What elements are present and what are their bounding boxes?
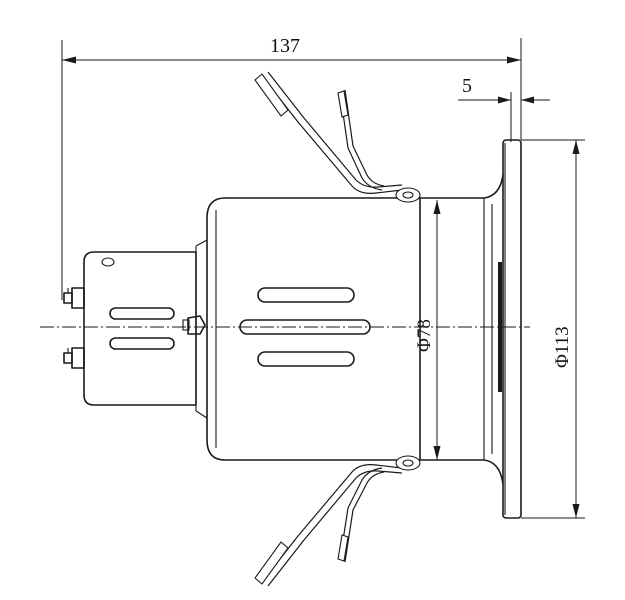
vent-slot-upper bbox=[257, 287, 355, 303]
dimension-5-label: 5 bbox=[462, 75, 472, 97]
terminal-bolt-upper bbox=[63, 287, 85, 309]
lower-lead-wires bbox=[254, 455, 421, 587]
upper-lead-wires bbox=[254, 71, 421, 203]
terminal-bolt-lower bbox=[63, 347, 85, 369]
end-cap-screw-hole bbox=[101, 257, 115, 267]
end-cap-slot-lower bbox=[109, 337, 175, 350]
dimension-flange-thickness: 5 bbox=[458, 75, 550, 142]
dimension-137-label: 137 bbox=[270, 35, 300, 57]
dimension-overall-length: 137 bbox=[61, 35, 522, 300]
motor-body bbox=[206, 197, 421, 461]
mounting-flange bbox=[498, 139, 522, 519]
vent-slot-lower bbox=[257, 351, 355, 367]
dimension-phi78-label: Φ78 bbox=[414, 319, 435, 352]
flange-neck bbox=[420, 174, 504, 485]
end-cap-slot-upper bbox=[109, 307, 175, 320]
dimension-flange-diameter: Φ113 bbox=[521, 139, 585, 519]
rear-end-cap bbox=[83, 239, 208, 419]
dimension-body-diameter: Φ78 bbox=[414, 200, 441, 460]
dimension-phi113-label: Φ113 bbox=[552, 326, 573, 368]
